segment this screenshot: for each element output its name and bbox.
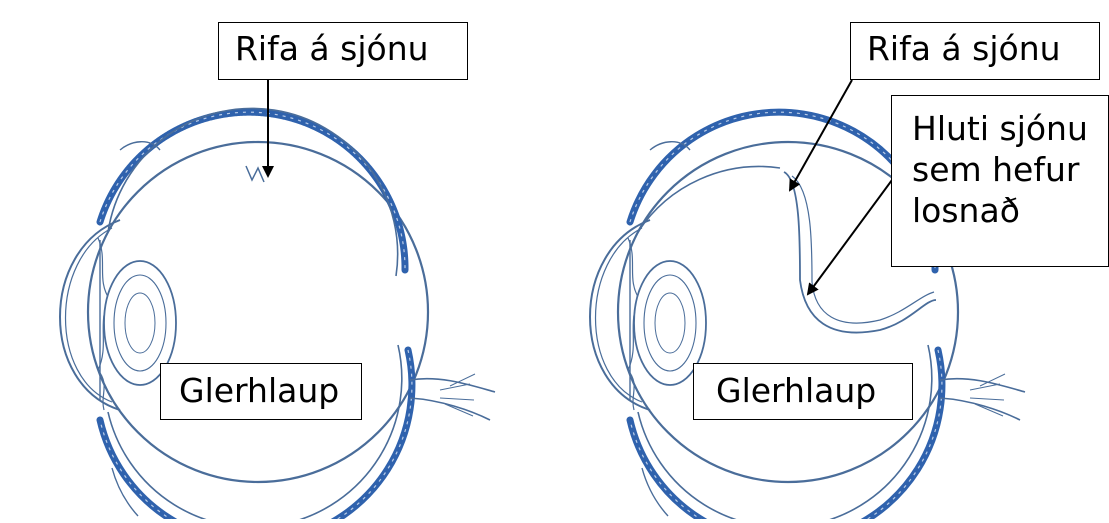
label-vitreous-left: Glerhlaup [160, 363, 362, 420]
choroid-upper-left-texture [100, 112, 405, 270]
label-retinal-tear-left: Rifa á sjónu [218, 22, 468, 80]
arrow-detached-right [808, 180, 892, 294]
label-vitreous-right-text: Glerhlaup [716, 371, 912, 411]
choroid-upper-left [100, 112, 405, 270]
retina-left [108, 108, 398, 276]
label-vitreous-left-text: Glerhlaup [179, 371, 361, 411]
arrow-tear-right [790, 80, 852, 190]
label-detached-line-3: losnað [912, 190, 1108, 231]
retinal-tear-left [246, 166, 264, 182]
label-vitreous-right: Glerhlaup [693, 363, 913, 420]
label-retinal-tear-left-text: Rifa á sjónu [235, 29, 467, 69]
label-detached-line-1: Hluti sjónu [912, 108, 1108, 149]
choroid-upper-right-texture [630, 112, 935, 270]
choroid-upper-right [630, 112, 935, 270]
eye-left [60, 108, 495, 519]
label-detached-retina: Hluti sjónu sem hefur losnað [891, 95, 1109, 267]
label-retinal-tear-right: Rifa á sjónu [850, 22, 1100, 80]
retina-attached-right [638, 167, 780, 232]
label-retinal-tear-right-text: Rifa á sjónu [867, 29, 1099, 69]
label-detached-line-2: sem hefur [912, 149, 1108, 190]
